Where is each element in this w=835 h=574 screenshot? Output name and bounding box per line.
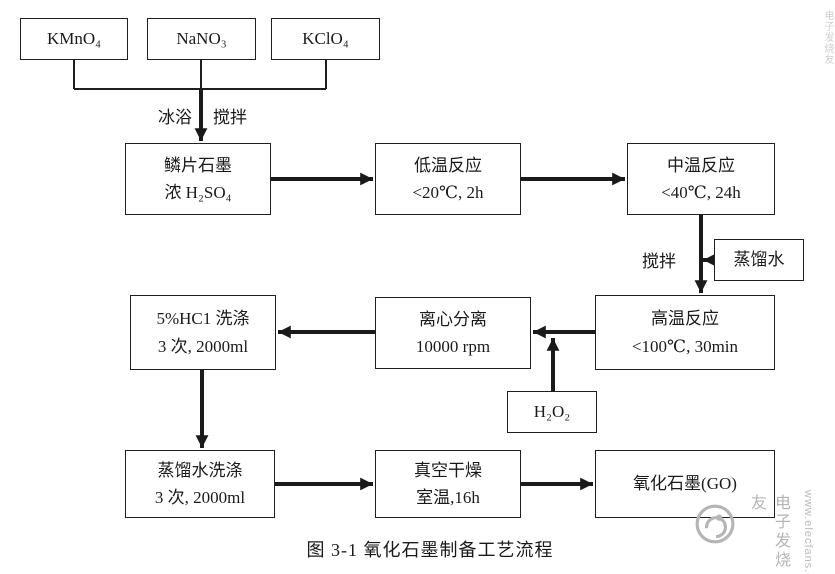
- node-distilled-water-label: 蒸馏水: [733, 250, 785, 270]
- node-h2o2-label: H₂O₂: [533, 402, 571, 422]
- node-mid-temp-reaction: 中温反应 <40℃, 24h: [627, 143, 775, 215]
- node-vacuum-dry-line1: 真空干燥: [414, 460, 482, 480]
- edge-label-stir-mid: 搅拌: [642, 252, 676, 271]
- node-flake-graphite-line2: 浓 H₂SO₄: [164, 183, 232, 202]
- node-mid-temp-line1: 中温反应: [667, 155, 735, 175]
- watermark-site-url: www.elecfans.com: [802, 490, 814, 574]
- node-vacuum-dry-line2: 室温,16h: [416, 488, 480, 507]
- node-hcl-wash: 5%HC1 洗涤 3 次, 2000ml: [130, 295, 276, 370]
- node-flake-graphite-line1: 鳞片石墨: [164, 155, 232, 175]
- node-go-product-label: 氧化石墨(GO): [633, 474, 737, 494]
- node-centrifuge-line1: 离心分离: [419, 309, 487, 329]
- figure-caption: 图 3-1 氧化石墨制备工艺流程: [306, 540, 554, 560]
- node-low-temp-reaction: 低温反应 <20℃, 2h: [375, 143, 521, 215]
- node-flake-graphite: 鳞片石墨 浓 H₂SO₄: [125, 143, 271, 215]
- elecfans-logo-icon: [695, 504, 735, 544]
- node-centrifuge-line2: 10000 rpm: [415, 337, 491, 356]
- node-water-wash-line1: 蒸馏水洗涤: [157, 460, 243, 480]
- node-high-temp-line1: 高温反应: [651, 309, 719, 329]
- watermark-site-name-top: 电子发烧友: [822, 10, 833, 65]
- node-water-wash: 蒸馏水洗涤 3 次, 2000ml: [125, 450, 275, 518]
- node-go-product: 氧化石墨(GO): [595, 450, 775, 518]
- node-low-temp-line2: <20℃, 2h: [412, 183, 484, 202]
- node-kmno4-label: KMnO₄: [46, 29, 102, 49]
- node-low-temp-line1: 低温反应: [414, 155, 482, 175]
- node-high-temp-line2: <100℃, 30min: [631, 336, 739, 356]
- node-vacuum-dry: 真空干燥 室温,16h: [375, 450, 521, 518]
- node-high-temp-reaction: 高温反应 <100℃, 30min: [595, 295, 775, 370]
- node-kmno4: KMnO₄: [20, 18, 128, 60]
- node-nano3: NaNO₃: [147, 18, 256, 60]
- edge-label-ice-bath: 冰浴: [158, 108, 192, 127]
- node-h2o2: H₂O₂: [507, 391, 597, 433]
- node-kclo4-label: KClO₄: [302, 29, 349, 49]
- watermark-site-name: 电子发烧友: [748, 494, 789, 570]
- node-hcl-wash-line1: 5%HC1 洗涤: [156, 309, 250, 329]
- node-water-wash-line2: 3 次, 2000ml: [154, 488, 246, 507]
- node-nano3-label: NaNO₃: [176, 29, 227, 49]
- node-centrifuge: 离心分离 10000 rpm: [375, 297, 531, 369]
- edge-label-stir-top: 搅拌: [213, 108, 247, 127]
- node-kclo4: KClO₄: [271, 18, 380, 60]
- node-hcl-wash-line2: 3 次, 2000ml: [157, 336, 249, 356]
- node-mid-temp-line2: <40℃, 24h: [661, 183, 741, 202]
- node-distilled-water: 蒸馏水: [714, 239, 804, 281]
